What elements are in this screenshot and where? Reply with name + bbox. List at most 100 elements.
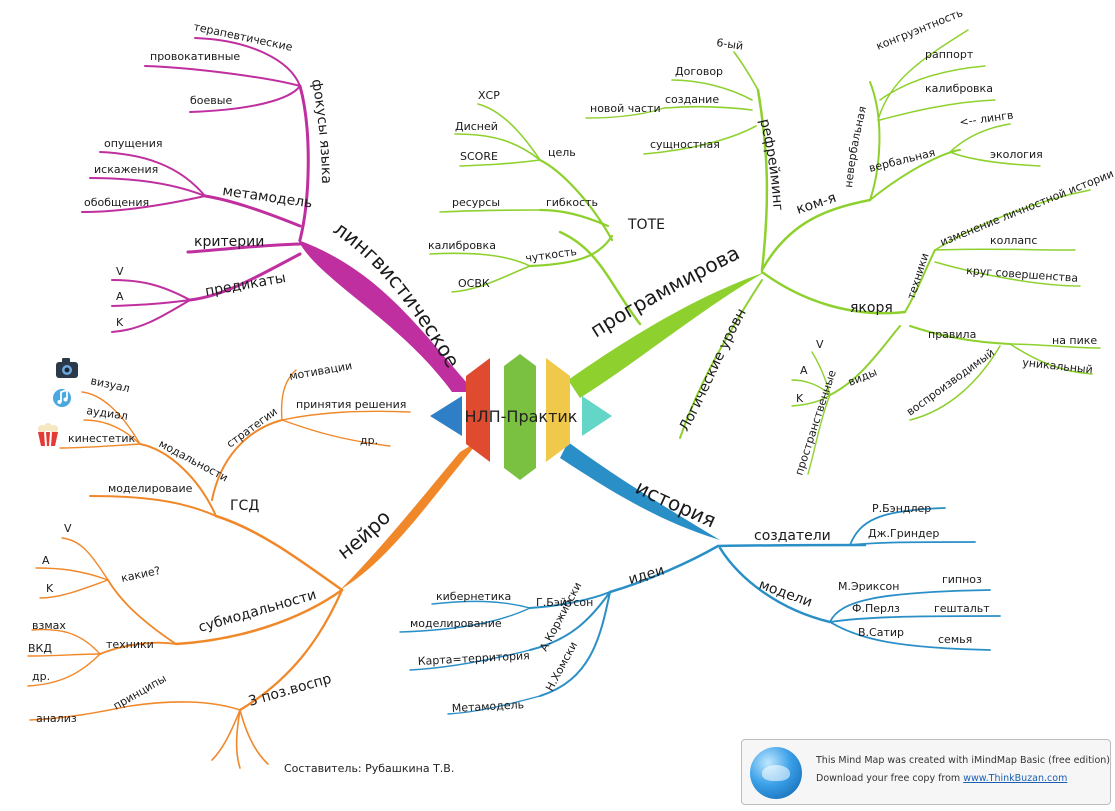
node-ideas: идеи — [627, 562, 666, 587]
node-nonverbal: невербальная — [842, 105, 869, 188]
leaf-motivation: мотивации — [288, 359, 353, 383]
node-gsd: ГСД — [230, 498, 259, 514]
leaf-kinesthetic: кинестетик — [68, 432, 136, 445]
central-title: НЛП-Практик — [465, 407, 578, 426]
imindmap-badge: This Mind Map was created with iMindMap … — [741, 739, 1111, 805]
node-verbal: вербальная — [868, 146, 937, 175]
node-techniques-anchors: техники — [904, 251, 931, 301]
node-modeling: моделироваие — [108, 482, 193, 495]
node-principles: принципы — [111, 672, 169, 713]
leaf-reproducible: воспроизводимый — [904, 346, 997, 418]
node-focus: фокусы языка — [308, 78, 334, 184]
leaf-grinder: Дж.Гриндер — [868, 527, 939, 540]
leaf-osvk: ОСВК — [458, 277, 490, 290]
leaf-sub-a: A — [42, 554, 50, 567]
node-communication: ком-я — [794, 190, 838, 218]
leaf-sixth: 6-ый — [716, 36, 744, 53]
neuro-labels: нейро ГСД модальности визуал аудиал кине… — [28, 359, 406, 725]
node-tech-submod: техники — [106, 638, 154, 651]
leaf-type-v: V — [816, 338, 824, 351]
leaf-rapport: раппорт — [925, 48, 974, 61]
node-criteria: критерии — [194, 234, 264, 250]
node-predicates: предикаты — [204, 270, 287, 300]
leaf-modeling: моделирование — [410, 617, 502, 630]
leaf-combat: боевые — [190, 94, 232, 107]
leaf-congruence: конгруэнтность — [874, 6, 964, 53]
leaf-audial: аудиал — [86, 404, 129, 423]
leaf-satir: В.Сатир — [858, 626, 904, 639]
leaf-essential: сущностная — [650, 138, 720, 151]
leaf-omissions: опущения — [104, 137, 163, 150]
leaf-pred-k: K — [116, 316, 124, 329]
node-strategies: стратегии — [224, 405, 280, 450]
leaf-perls: Ф.Перлз — [852, 602, 900, 615]
leaf-lingv: <-- лингв — [959, 109, 1015, 129]
leaf-bateson: Г.Бэйтсон — [536, 596, 593, 609]
leaf-type-a: A — [800, 364, 808, 377]
node-metamodel: метамодель — [221, 183, 313, 211]
leaf-therapeutic: терапевтические — [192, 20, 294, 54]
leaf-distortions: искажения — [94, 163, 158, 176]
node-which: какие? — [120, 564, 162, 585]
badge-prefix: Download your free copy from — [816, 773, 964, 784]
branch-neuro — [27, 369, 480, 769]
node-goal: цель — [548, 146, 576, 159]
leaf-unique: уникальный — [1022, 356, 1094, 376]
leaf-sub-v: V — [64, 522, 72, 535]
leaf-family: семья — [938, 633, 972, 646]
leaf-visual: визуал — [89, 374, 131, 395]
leaf-creation: создание — [665, 93, 719, 106]
leaf-peak: на пике — [1052, 334, 1097, 347]
camera-icon — [56, 358, 78, 378]
leaf-collapse: коллапс — [990, 234, 1037, 247]
leaf-bandler: Р.Бэндлер — [872, 502, 931, 515]
thinkbuzan-link[interactable]: www.ThinkBuzan.com — [963, 773, 1068, 784]
leaf-vkd: ВКД — [28, 642, 52, 655]
author-credit: Составитель: Рубашкина Т.В. — [284, 762, 455, 775]
leaf-gestalt: гештальт — [934, 602, 990, 615]
music-note-icon — [53, 388, 71, 407]
leaf-type-k: K — [796, 392, 804, 405]
leaf-provocative: провокативные — [150, 50, 240, 63]
leaf-resources: ресурсы — [452, 196, 500, 209]
leaf-map-territory: Карта=территория — [417, 649, 530, 668]
leaf-sub-k: K — [46, 582, 54, 595]
node-rules: правила — [928, 328, 976, 341]
branch-history — [399, 442, 1001, 715]
leaf-pred-a: A — [116, 290, 124, 303]
leaf-tech-other: др. — [32, 670, 50, 683]
badge-text-1: This Mind Map was created with iMindMap … — [816, 755, 1110, 766]
leaf-hypnosis: гипноз — [942, 573, 982, 586]
leaf-decision: принятия решения — [296, 398, 406, 411]
leaf-analysis: анализ — [36, 712, 77, 725]
leaf-cybernetics: кибернетика — [436, 590, 511, 603]
leaf-korzybski: А.Коржибски — [537, 580, 584, 653]
leaf-swish: взмах — [32, 619, 66, 632]
leaf-disney: Дисней — [455, 120, 498, 133]
central-node: НЛП-Практик — [430, 354, 612, 480]
leaf-hsr: ХСР — [478, 89, 500, 102]
leaf-generalizations: обобщения — [84, 196, 149, 209]
leaf-calibration-1: калибровка — [428, 239, 496, 252]
node-reframing: рефрейминг — [756, 117, 786, 211]
leaf-score: SCORE — [460, 150, 498, 163]
imindmap-logo-icon — [750, 747, 802, 799]
node-creators: создатели — [754, 528, 831, 544]
branch-label-neuro: нейро — [333, 505, 396, 564]
node-anchors: якоря — [850, 300, 893, 316]
leaf-pred-v: V — [116, 265, 124, 278]
leaf-ecology: экология — [990, 148, 1043, 161]
leaf-metamodel-2: Метамодель — [451, 698, 524, 715]
popcorn-icon — [38, 423, 58, 447]
leaf-calibration-2: калибровка — [925, 82, 993, 95]
node-flex: гибкость — [546, 196, 598, 209]
branch-linguistic — [81, 37, 475, 392]
badge-text-2: Download your free copy from www.ThinkBu… — [816, 773, 1067, 784]
node-tote: TOTE — [627, 217, 665, 233]
leaf-new-part: новой части — [590, 102, 661, 115]
node-positions: 3 поз.воспр — [247, 671, 334, 710]
leaf-strategies-other: др. — [360, 434, 378, 447]
leaf-contract: Договор — [675, 65, 723, 78]
